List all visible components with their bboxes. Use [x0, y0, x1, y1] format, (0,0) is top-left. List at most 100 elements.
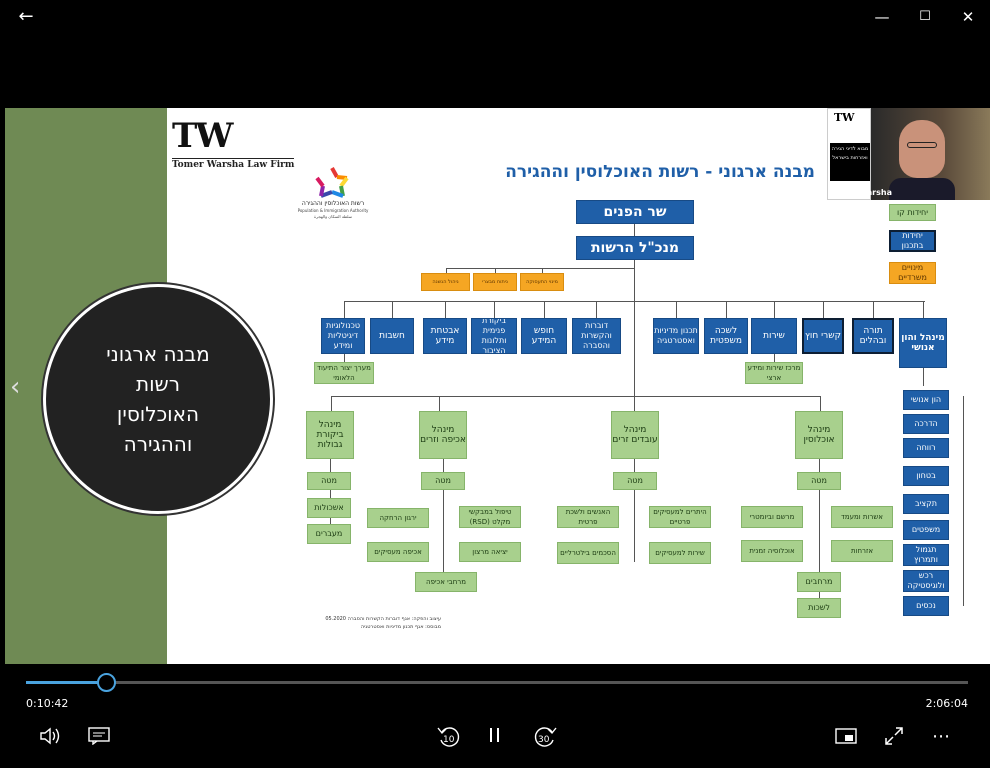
unit-service: שירות [751, 318, 797, 354]
unit-admin-hr: מינהל והון אנושי [899, 318, 947, 368]
rewind-label: 10 [443, 735, 455, 745]
enforce-sub: יציאה מרצון [459, 542, 521, 562]
hr-item: תגמול ותמרוץ [903, 544, 949, 566]
unit-tech: טכנולוגיות דיגיטליות ומידע [321, 318, 365, 354]
back-arrow-icon[interactable]: ← [18, 6, 34, 27]
border-sub: מטה [307, 472, 351, 490]
admin-foreign-workers: מינהל עובדים זרים [611, 411, 659, 459]
webcam-name: Tomer warsha [829, 188, 892, 197]
legend-planned-units: יחידות בתכנון [889, 230, 936, 252]
workers-sub: שירות למעסיקים [649, 542, 711, 564]
more-options-icon[interactable]: ⋯ [932, 726, 951, 747]
unit-legal: לשכה משפטית [704, 318, 748, 354]
enforce-sub: אכיפה מעסיקים [367, 542, 429, 562]
admin-border: מינהל ביקורת גבולות [306, 411, 354, 459]
footnote-line: עיצוב והפקה: אגף דוברות הקשרות והסברה 05… [325, 616, 441, 622]
enforce-sub: ירגון הרחקה [367, 508, 429, 528]
pop-sub: לשכות [797, 598, 841, 618]
maximize-button[interactable]: ☐ [919, 9, 931, 24]
hr-item: בטחון [903, 466, 949, 486]
mini-view-icon[interactable] [835, 728, 857, 744]
forward-label: 30 [538, 735, 550, 745]
enforce-sub: טיפול במבקשי מקלט (RSD) [459, 506, 521, 528]
workers-sub: מטה [613, 472, 657, 490]
workers-sub: הסכמים בילטרליים [557, 542, 619, 564]
unit-audit: ביקורת פנימית ותלונות הציבור [471, 318, 517, 354]
unit-torah: תורה ובהלים [852, 318, 894, 354]
workers-sub: האנשים ולשכת פרטית [557, 506, 619, 528]
hr-item: תקציב [903, 494, 949, 514]
workers-sub: היתרים למעסיקים פרטיים [649, 506, 711, 528]
unit-planning: תכנון מדיניות ואסטרטגיה [653, 318, 699, 354]
hr-item: רכש ולוגיסטיקה [903, 570, 949, 592]
circle-line: האוכלוסין [116, 402, 200, 426]
admin-population: מינהל אוכלוסין [795, 411, 843, 459]
forward-30-button[interactable]: 30 [532, 724, 558, 750]
orange-unit: ניהול הנשנה [421, 273, 470, 291]
pause-button[interactable] [488, 726, 502, 744]
unit-spokesperson: דוברות והקשרות והסברה [572, 318, 621, 354]
rewind-10-button[interactable]: 10 [436, 724, 462, 750]
pop-sub: אשרות ומעמד [831, 506, 893, 528]
total-time: 2:06:04 [925, 697, 968, 710]
unit-infosec: אבטחת מידע [423, 318, 467, 354]
pop-sub: אוכלוסיה זמנית [741, 540, 803, 562]
legend-appointments: מינויים משרדיים [889, 262, 936, 284]
enforce-sub: מטה [421, 472, 465, 490]
webcam-overlay: TW מבוא לדיני הגירה ואזרחות בישראל Tomer… [827, 108, 990, 200]
hr-item: הון אנושי [903, 390, 949, 410]
authority-name-he: רשות האוכלוסין וההגירה [301, 200, 365, 207]
authority-name-en: Population & Immigration Authority [297, 208, 369, 213]
footnote-line: מבוסס: אגף תכנון מדיניות ואסטרטגיה [360, 624, 441, 630]
minister-box: שר הפנים [576, 200, 694, 224]
video-frame[interactable]: מבנה ארגוני רשות האוכלוסין וההגירה TW To… [5, 108, 990, 664]
minimize-button[interactable]: — [874, 8, 890, 26]
border-sub: מעברים [307, 524, 351, 544]
mini-logo-panel: TW מבוא לדיני הגירה ואזרחות בישראל [827, 108, 871, 200]
hr-item: נכסים [903, 596, 949, 616]
volume-icon[interactable] [39, 726, 63, 746]
seek-bar-fill [26, 681, 107, 684]
hr-item: משפטים [903, 520, 949, 540]
orange-unit: מינוי התעסוקה [520, 273, 564, 291]
mini-logo-text: מבוא לדיני הגירה ואזרחות בישראל [830, 143, 870, 181]
forward-icon [534, 727, 557, 747]
unit-foreign: קשרי חוץ [802, 318, 844, 354]
pause-icon [490, 728, 492, 742]
slide-title: מבנה ארגוני - רשות האוכלוסין וההגירה [505, 162, 815, 182]
circle-line: רשות [135, 372, 181, 396]
captions-icon[interactable] [88, 727, 110, 745]
unit-accounting: חשבות [370, 318, 414, 354]
glasses-icon [907, 142, 937, 148]
mini-logo: TW [834, 111, 855, 124]
pop-sub: מרשם וביומטרי [741, 506, 803, 528]
authority-name-ar: سلطة السكان والهجرة [314, 214, 352, 219]
orange-unit: ניתוח מבצרי [473, 273, 517, 291]
presenter-face [899, 120, 945, 178]
pop-sub: מטה [797, 472, 841, 490]
current-time: 0:10:42 [26, 697, 69, 710]
unit-foi: חופש המידע [521, 318, 567, 354]
firm-name: Tomer Warsha Law Firm [172, 158, 295, 170]
seek-bar-track[interactable] [26, 681, 968, 684]
sub-tech: מערך יצור התיעוד הלאומי [314, 362, 374, 384]
presenter-shirt [889, 178, 955, 200]
slide-title-circle: מבנה ארגוני רשות האוכלוסין וההגירה [43, 284, 273, 514]
rewind-icon [437, 727, 460, 747]
fullscreen-icon[interactable] [884, 726, 904, 746]
enforce-sub: מרחבי אכיפה [415, 572, 477, 592]
sub-service: מרכז שירות ומידע ארצי [745, 362, 803, 384]
pop-sub: אזרחות [831, 540, 893, 562]
firm-logo: TW [172, 116, 234, 156]
authority-star-logo [315, 167, 349, 198]
circle-line: מבנה ארגוני [106, 342, 210, 366]
hr-item: הדרכה [903, 414, 949, 434]
seek-thumb[interactable] [97, 673, 117, 692]
pop-sub: מרחבים [797, 572, 841, 592]
legend-line-units: יחידות קו [889, 204, 936, 221]
close-button[interactable]: ✕ [961, 8, 975, 26]
director-box: מנכ"ל הרשות [576, 236, 694, 260]
border-sub: אשכולות [307, 498, 351, 518]
chevron-left-icon[interactable]: ‹ [10, 372, 21, 402]
